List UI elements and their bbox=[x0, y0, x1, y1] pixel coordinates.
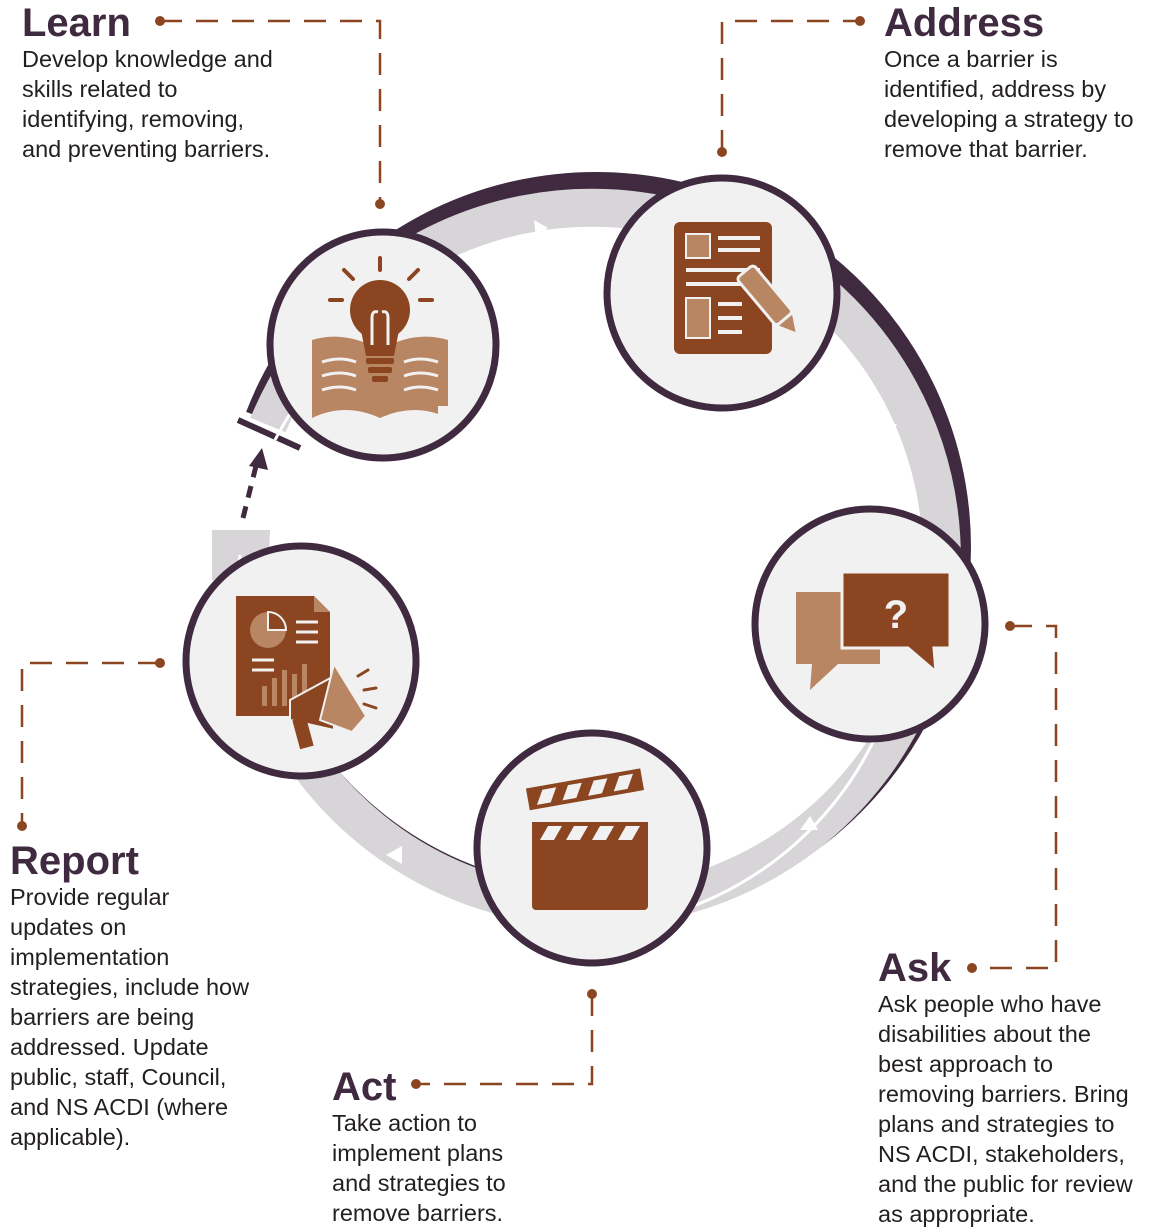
flow-arrow bbox=[880, 424, 897, 438]
report-line: Provide regular bbox=[10, 884, 170, 910]
connector-dot bbox=[855, 16, 865, 26]
ask-line: disabilities about the bbox=[878, 1021, 1091, 1047]
address-node bbox=[603, 174, 841, 412]
connector-dot bbox=[155, 658, 165, 668]
connector-dot bbox=[155, 16, 165, 26]
ask-text-block: Ask Ask people who have disabilities abo… bbox=[878, 947, 1133, 1229]
connector-dot bbox=[17, 821, 27, 831]
report-line: implementation bbox=[10, 944, 170, 970]
learn-line: and preventing barriers. bbox=[22, 136, 271, 162]
connector-dot bbox=[717, 147, 727, 157]
connectors bbox=[20, 19, 1058, 1086]
ask-line: removing barriers. Bring bbox=[878, 1081, 1129, 1107]
learn-line: Develop knowledge and bbox=[22, 46, 273, 72]
ask-line: best approach to bbox=[878, 1051, 1054, 1077]
ask-title: Ask bbox=[878, 946, 952, 990]
connector-dot bbox=[1005, 621, 1015, 631]
learn-description: Develop knowledge and skills related to … bbox=[22, 44, 273, 164]
report-description: Provide regular updates on implementatio… bbox=[10, 882, 249, 1152]
ask-line: and the public for review bbox=[878, 1171, 1133, 1197]
learn-line: skills related to bbox=[22, 76, 178, 102]
act-line: implement plans bbox=[332, 1140, 504, 1166]
learn-title: Learn bbox=[22, 1, 131, 45]
flow-arrows bbox=[386, 220, 897, 864]
act-node bbox=[473, 729, 711, 967]
clapperboard-icon bbox=[525, 768, 648, 910]
report-line: updates on bbox=[10, 914, 127, 940]
report-node bbox=[182, 542, 420, 780]
act-description: Take action to implement plans and strat… bbox=[332, 1108, 506, 1228]
report-text-block: Report Provide regular updates on implem… bbox=[10, 840, 249, 1152]
act-line: Take action to bbox=[332, 1110, 478, 1136]
report-line: strategies, include how bbox=[10, 974, 250, 1000]
address-line: remove that barrier. bbox=[884, 136, 1088, 162]
address-description: Once a barrier is identified, address by… bbox=[884, 44, 1134, 164]
report-line: applicable). bbox=[10, 1124, 131, 1150]
address-connector bbox=[720, 19, 860, 152]
act-line: and strategies to bbox=[332, 1170, 506, 1196]
connector-dot bbox=[967, 963, 977, 973]
address-title: Address bbox=[884, 1, 1045, 45]
act-line: remove barriers. bbox=[332, 1200, 504, 1226]
act-text-block: Act Take action to implement plans and s… bbox=[332, 1066, 506, 1228]
report-line: addressed. Update bbox=[10, 1034, 209, 1060]
learn-line: identifying, removing, bbox=[22, 106, 245, 132]
address-line: Once a barrier is bbox=[884, 46, 1058, 72]
act-connector bbox=[416, 994, 594, 1086]
speech-bubbles-question-icon: ? bbox=[796, 570, 952, 690]
ask-line: Ask people who have bbox=[878, 991, 1102, 1017]
connector-dot bbox=[375, 199, 385, 209]
ask-description: Ask people who have disabilities about t… bbox=[878, 989, 1133, 1229]
ring-end-cap bbox=[236, 417, 302, 451]
connector-dot bbox=[411, 1079, 421, 1089]
learn-text-block: Learn Develop knowledge and skills relat… bbox=[22, 2, 273, 164]
act-title: Act bbox=[332, 1065, 397, 1109]
address-line: developing a strategy to bbox=[884, 106, 1134, 132]
svg-text:?: ? bbox=[884, 593, 908, 637]
flow-arrow bbox=[800, 816, 818, 830]
flow-arrow bbox=[534, 220, 548, 238]
report-title: Report bbox=[10, 839, 139, 883]
learn-connector bbox=[160, 19, 382, 202]
ask-connector bbox=[972, 624, 1058, 970]
learn-node bbox=[266, 228, 500, 462]
connector-dot bbox=[587, 989, 597, 999]
report-line: and NS ACDI (where bbox=[10, 1094, 229, 1120]
address-text-block: Address Once a barrier is identified, ad… bbox=[884, 2, 1134, 164]
return-arrow-head bbox=[249, 448, 268, 470]
ask-line: NS ACDI, stakeholders, bbox=[878, 1141, 1125, 1167]
document-pen-icon bbox=[674, 222, 800, 354]
report-megaphone-icon bbox=[236, 596, 378, 750]
return-arrow-dashes bbox=[240, 465, 259, 519]
address-line: identified, address by bbox=[884, 76, 1107, 102]
ask-node: ? bbox=[751, 505, 989, 743]
connector-dots bbox=[17, 16, 1015, 1089]
report-connector bbox=[20, 661, 160, 826]
report-line: barriers are being bbox=[10, 1004, 195, 1030]
lightbulb-book-icon bbox=[312, 256, 448, 418]
flow-arrow bbox=[386, 846, 402, 864]
ask-line: as appropriate. bbox=[878, 1201, 1035, 1227]
ask-line: plans and strategies to bbox=[878, 1111, 1115, 1137]
report-line: public, staff, Council, bbox=[10, 1064, 227, 1090]
